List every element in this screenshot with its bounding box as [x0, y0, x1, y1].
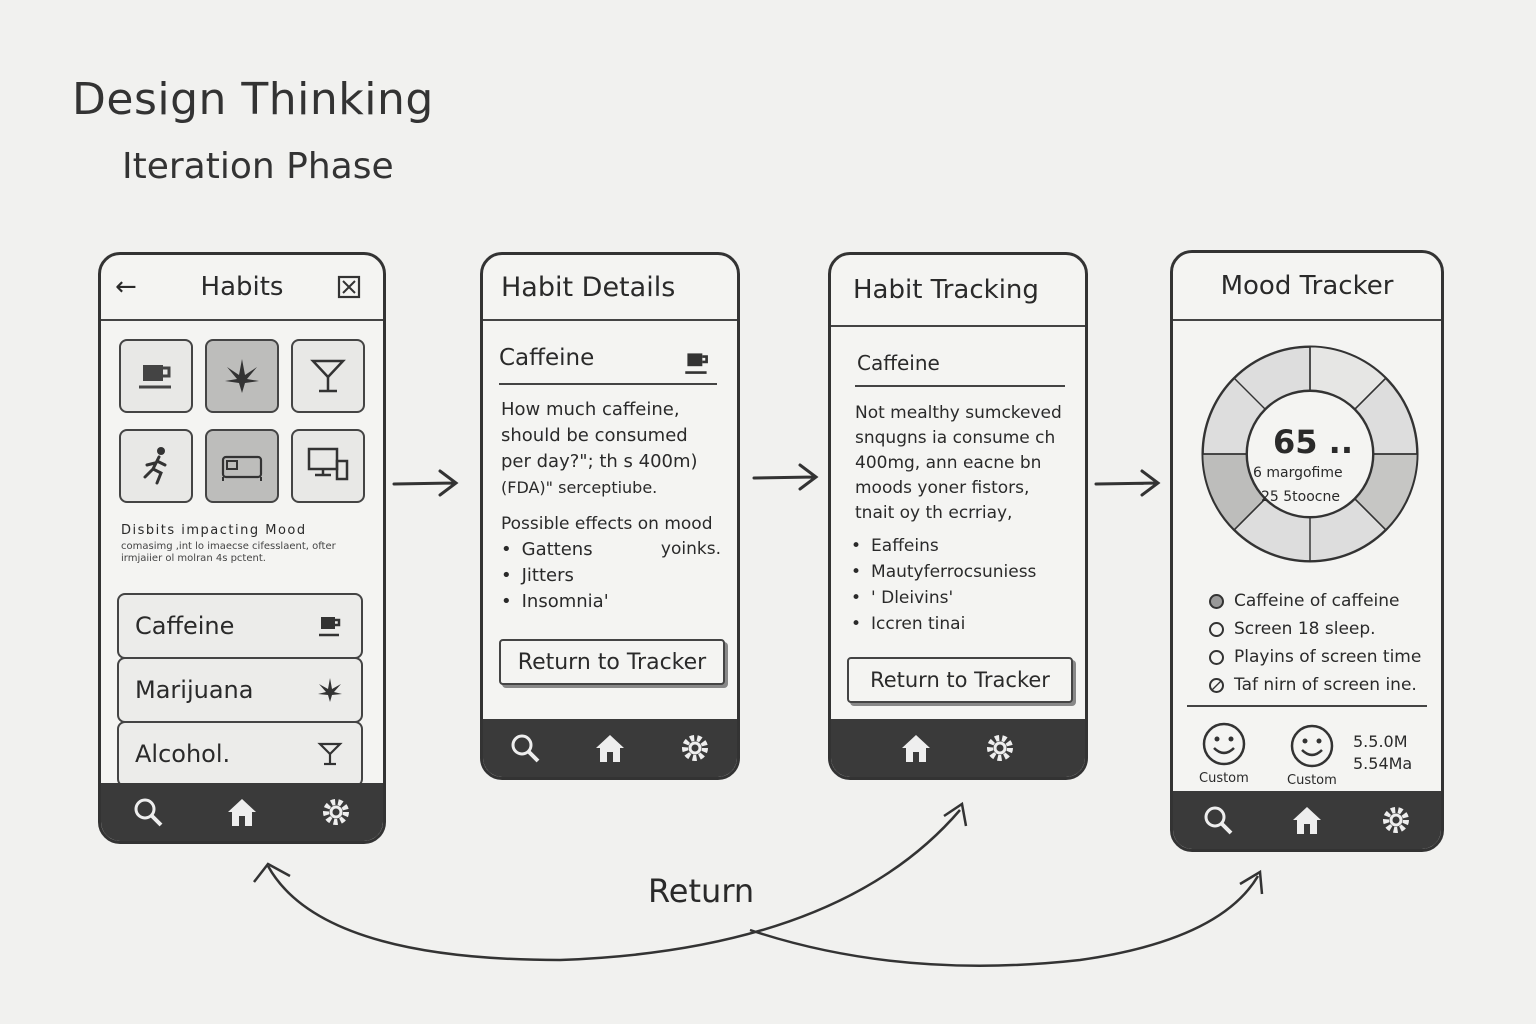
mood-line-1: 6 margofime — [1253, 465, 1343, 481]
list-item-caffeine[interactable]: Caffeine — [117, 593, 363, 659]
legend-item[interactable]: Screen 18 sleep. — [1209, 615, 1421, 643]
details-divider — [499, 383, 717, 385]
habit-details-screen: Habit Details Caffeine How much caffeine… — [480, 252, 740, 780]
search-icon[interactable] — [1200, 802, 1236, 838]
details-title: Habit Details — [501, 271, 676, 303]
mood-divider — [1187, 705, 1427, 707]
list-item: Iccren tinai — [851, 611, 1036, 637]
mood-metrics: 5.5.0M 5.54Ma — [1353, 732, 1413, 773]
legend-item[interactable]: Playins of screen time — [1209, 643, 1421, 671]
habits-nav-bar — [101, 783, 383, 841]
habit-tile-alcohol[interactable] — [291, 339, 365, 413]
effects-list: Gattens Jitters Insomnia' — [501, 537, 609, 615]
runner-icon — [143, 447, 167, 485]
legend-item[interactable]: Taf nirn of screen ine. — [1209, 671, 1421, 699]
return-loop-arrows — [253, 801, 1264, 967]
bed-icon — [221, 455, 263, 481]
list-item-label: Alcohol. — [135, 740, 231, 768]
list-item: ' Dleivins' — [851, 585, 1036, 611]
mood-score: 65 .. — [1273, 423, 1353, 461]
gear-icon[interactable] — [1378, 802, 1414, 838]
smiley-icon — [1290, 724, 1334, 768]
return-flow-label: Return — [648, 872, 755, 910]
gear-icon[interactable] — [318, 794, 354, 830]
tracking-list: Eaffeins Mautyferrocsuniess ' Dleivins' … — [851, 533, 1036, 637]
legend-marker — [1209, 677, 1224, 693]
cup-icon — [139, 365, 171, 389]
legend-marker — [1209, 649, 1224, 665]
legend-marker — [1209, 593, 1224, 609]
habits-caption: Disbits impacting Mood — [121, 523, 307, 538]
habit-tile-marijuana[interactable] — [205, 339, 279, 413]
effects-heading: Possible effects on mood — [501, 514, 713, 534]
list-item: Eaffeins — [851, 533, 1036, 559]
arrow-tracking-to-mood — [1094, 469, 1161, 497]
mood-nav-bar — [1173, 791, 1441, 849]
tracking-title: Habit Tracking — [853, 275, 1039, 305]
cup-icon — [319, 617, 341, 637]
effects-side-note: yoinks. — [660, 539, 721, 559]
mood-ring-chart — [1201, 345, 1419, 563]
cocktail-icon — [317, 742, 343, 766]
legend-marker — [1209, 621, 1224, 637]
mood-line-2: 25 5toocne — [1261, 489, 1340, 505]
legend-item[interactable]: Caffeine of caffeine — [1209, 587, 1421, 615]
mood-header: Mood Tracker — [1173, 253, 1441, 321]
home-icon[interactable] — [592, 730, 628, 766]
habit-tracking-screen: Habit Tracking Caffeine Not mealthy sumc… — [828, 252, 1088, 780]
habit-tile-caffeine[interactable] — [119, 339, 193, 413]
habits-screen: ← Habits Disbits impacting Mood comasimg… — [98, 252, 386, 844]
face-custom-2[interactable]: Custom — [1287, 723, 1337, 788]
list-item-marijuana[interactable]: Marijuana — [117, 657, 363, 723]
gear-icon[interactable] — [982, 730, 1018, 766]
details-question: How much caffeine, should be consumed pe… — [501, 399, 698, 497]
habit-tile-grid — [119, 339, 365, 503]
leaf-icon — [225, 359, 259, 393]
cup-icon — [685, 353, 708, 374]
back-arrow-icon[interactable]: ← — [115, 272, 137, 302]
home-icon[interactable] — [898, 730, 934, 766]
tracking-divider — [855, 385, 1065, 387]
cocktail-icon — [310, 359, 346, 393]
mood-title: Mood Tracker — [1220, 271, 1394, 301]
details-header: Habit Details — [483, 255, 737, 321]
list-item: Jitters — [501, 563, 609, 589]
smiley-icon — [1202, 722, 1246, 766]
return-to-tracker-button[interactable]: Return to Tracker — [499, 639, 725, 685]
details-nav-bar — [483, 719, 737, 777]
habits-header: ← Habits — [101, 255, 383, 321]
list-item-label: Marijuana — [135, 676, 254, 704]
list-item-alcohol[interactable]: Alcohol. — [117, 721, 363, 787]
habit-tile-screen[interactable] — [291, 429, 365, 503]
habit-tile-sleep[interactable] — [205, 429, 279, 503]
details-section-title: Caffeine — [499, 345, 595, 371]
leaf-icon — [318, 678, 342, 702]
gear-icon[interactable] — [677, 730, 713, 766]
search-icon[interactable] — [507, 730, 543, 766]
home-icon[interactable] — [224, 794, 260, 830]
habit-tile-exercise[interactable] — [119, 429, 193, 503]
habits-note: comasimg ,int lo imaecse cifesslaent, of… — [121, 541, 336, 564]
mood-legend: Caffeine of caffeine Screen 18 sleep. Pl… — [1209, 587, 1421, 699]
list-item: Insomnia' — [501, 589, 609, 615]
arrow-habits-to-details — [392, 469, 459, 497]
habits-title: Habits — [200, 272, 284, 302]
home-icon[interactable] — [1289, 802, 1325, 838]
tracking-paragraph: Not mealthy sumckeved snqugns ia consume… — [855, 403, 1062, 523]
mood-tracker-screen: Mood Tracker 65 .. 6 margofime 25 5toocn… — [1170, 250, 1444, 852]
tracking-nav-bar — [831, 719, 1085, 777]
return-to-tracker-button[interactable]: Return to Tracker — [847, 657, 1073, 703]
list-item: Gattens — [501, 537, 609, 563]
search-icon[interactable] — [130, 794, 166, 830]
tracking-section-title: Caffeine — [857, 351, 940, 375]
arrow-details-to-tracking — [752, 463, 819, 491]
list-item: Mautyferrocsuniess — [851, 559, 1036, 585]
face-custom-1[interactable]: Custom — [1199, 721, 1249, 786]
diagram-subtitle: Iteration Phase — [122, 146, 394, 187]
close-box-icon[interactable] — [337, 275, 361, 306]
screen-icon — [307, 447, 349, 481]
tracking-header: Habit Tracking — [831, 255, 1085, 327]
list-item-label: Caffeine — [135, 612, 235, 640]
diagram-title: Design Thinking — [72, 74, 434, 125]
